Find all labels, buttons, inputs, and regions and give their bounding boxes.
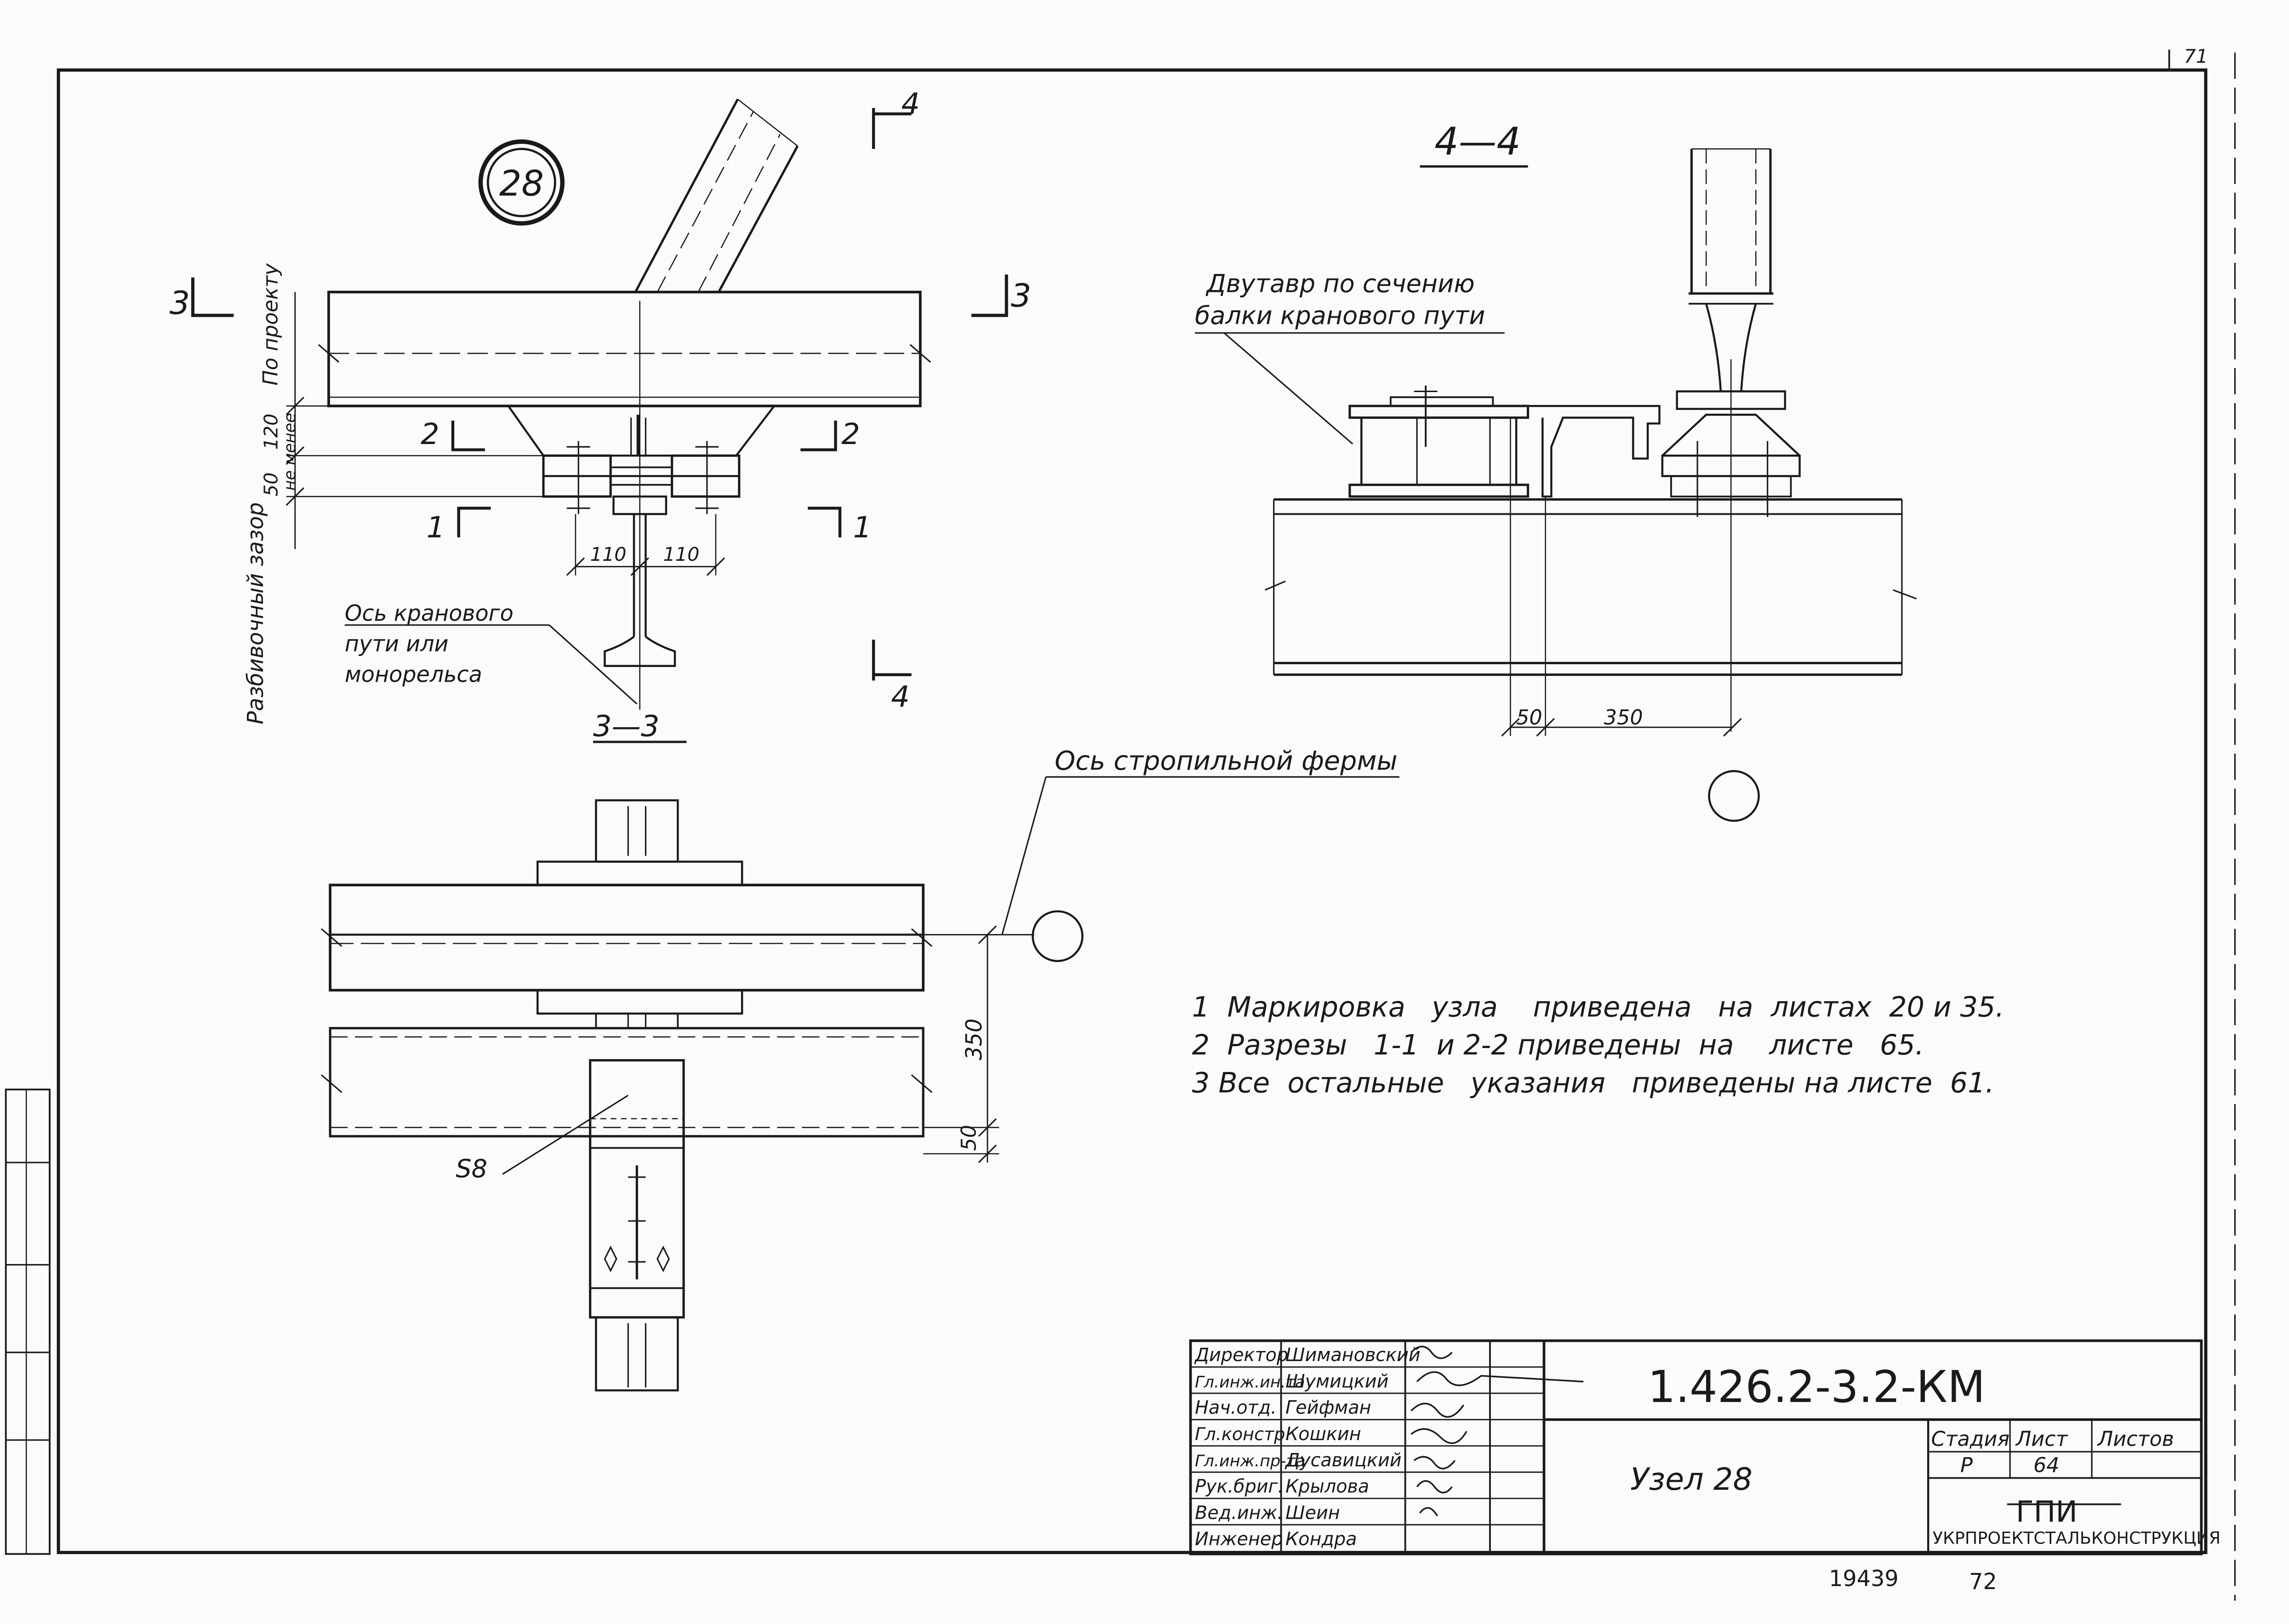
tb-role-7: Вед.инж. bbox=[1195, 1502, 1283, 1523]
view-4-4-section bbox=[1195, 148, 1917, 822]
tb-col-stage: Стадия bbox=[1931, 1427, 2010, 1451]
section-mark-2-left: 2 bbox=[421, 417, 439, 451]
archive-number: 19439 bbox=[1829, 1567, 1899, 1592]
section-mark-4-bottom: 4 bbox=[891, 680, 909, 714]
note-3: 3 Все остальные указания приведены на ли… bbox=[1192, 1067, 1994, 1100]
tb-name-7: Шеин bbox=[1285, 1502, 1340, 1523]
note-1: 1 Маркировка узла приведена на листах 20… bbox=[1192, 991, 2004, 1023]
callout-s8: S8 bbox=[456, 1154, 487, 1183]
dim-350-plan: 350 bbox=[962, 1019, 987, 1060]
callout-crane-axis-1: Ось кранового bbox=[345, 601, 514, 626]
section-mark-4-top: 4 bbox=[901, 87, 919, 121]
tb-role-5: Гл.инж.пр-та bbox=[1195, 1452, 1305, 1470]
archive-suffix: 72 bbox=[1969, 1569, 1997, 1595]
plan-view bbox=[320, 776, 1399, 1391]
tb-name-5: Дусавицкий bbox=[1284, 1450, 1402, 1471]
callout-dvutavr-1: Двутавр по сечению bbox=[1206, 269, 1475, 298]
view-title-4-4: 4—4 bbox=[1434, 120, 1521, 164]
dim-50-plan: 50 bbox=[958, 1125, 981, 1151]
tb-name-6: Крылова bbox=[1285, 1476, 1369, 1497]
node-badge-number: 28 bbox=[499, 163, 544, 204]
title-block-grid bbox=[1189, 1339, 2203, 1556]
node-badge: 28 bbox=[478, 139, 565, 226]
label-razbivochnyi-zazor: Разбивочный зазор bbox=[243, 502, 268, 724]
tb-org-short: ГПИ bbox=[2016, 1495, 2078, 1529]
dim-110-a: 110 bbox=[590, 543, 627, 565]
section-mark-3-left: 3 bbox=[170, 285, 190, 322]
section-mark-3-right: 3 bbox=[1011, 277, 1031, 314]
section-mark-1-right: 1 bbox=[853, 510, 872, 544]
tb-name-1: Шимановский bbox=[1285, 1345, 1421, 1366]
view-title-3-3: 3—3 bbox=[593, 709, 659, 743]
dim-110-b: 110 bbox=[663, 543, 700, 565]
callout-crane-axis-2: пути или bbox=[345, 632, 449, 657]
dim-120: 120 bbox=[260, 414, 282, 450]
tb-doc-code: 1.426.2-3.2-КМ bbox=[1648, 1362, 1985, 1413]
section-mark-1-left: 1 bbox=[427, 510, 445, 544]
tb-role-3: Нач.отд. bbox=[1195, 1397, 1277, 1419]
tb-org-full: УКРПРОЕКТСТАЛЬКОНСТРУКЦИЯ bbox=[1933, 1528, 2221, 1548]
label-ne-menee: не менее bbox=[281, 413, 299, 490]
section-mark-2-right: 2 bbox=[841, 417, 860, 451]
tb-col-sheet: Лист bbox=[2015, 1427, 2068, 1451]
label-po-proektu: По проекту bbox=[259, 263, 283, 385]
tb-stage-value: Р bbox=[1960, 1454, 1973, 1477]
dim-50-right: 50 bbox=[1516, 706, 1542, 729]
tb-name-8: Кондра bbox=[1285, 1529, 1357, 1550]
tb-role-8: Инженер bbox=[1195, 1529, 1283, 1550]
tb-role-6: Рук.бриг. bbox=[1195, 1476, 1284, 1497]
tb-name-3: Гейфман bbox=[1285, 1397, 1371, 1419]
sheet-number-top: 71 bbox=[2184, 45, 2208, 67]
note-2: 2 Разрезы 1-1 и 2-2 приведены на листе 6… bbox=[1192, 1029, 1924, 1061]
callout-crane-axis-3: монорельса bbox=[345, 662, 482, 688]
tb-name-4: Кошкин bbox=[1285, 1424, 1361, 1445]
tb-role-4: Гл.констр. bbox=[1195, 1424, 1290, 1444]
tb-role-2: Гл.инж.ин.та bbox=[1195, 1373, 1305, 1391]
tb-name-2: Шумицкий bbox=[1285, 1371, 1388, 1392]
tb-col-sheets: Листов bbox=[2097, 1427, 2174, 1451]
view-3-3-elevation bbox=[191, 98, 1008, 743]
dim-350-right: 350 bbox=[1604, 706, 1643, 729]
tb-node-title: Узел 28 bbox=[1630, 1461, 1752, 1497]
sheet-frame bbox=[5, 49, 2236, 1601]
tb-role-1: Директор bbox=[1194, 1345, 1288, 1366]
dim-50-left: 50 bbox=[260, 473, 282, 497]
callout-dvutavr-2: балки кранового пути bbox=[1195, 301, 1485, 330]
callout-truss-axis: Ось стропильной фермы bbox=[1055, 746, 1398, 776]
tb-sheet-value: 64 bbox=[2033, 1454, 2060, 1477]
